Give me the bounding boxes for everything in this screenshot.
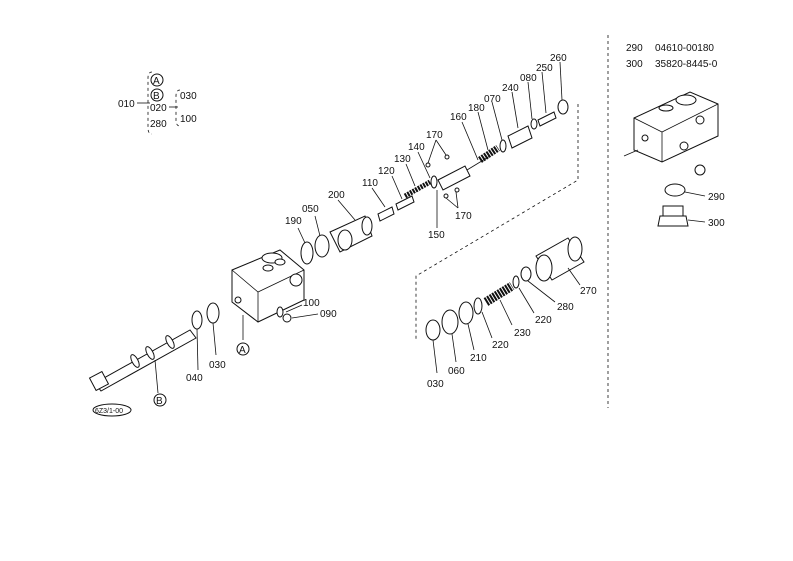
- label-210: 210: [470, 353, 487, 364]
- part-110: [377, 206, 395, 222]
- nut-250: [537, 111, 557, 127]
- washer-260: [557, 99, 569, 115]
- label-260: 260: [550, 53, 567, 64]
- side-block: [623, 91, 719, 163]
- label-140: 140: [408, 142, 425, 153]
- label-190: 190: [285, 216, 302, 227]
- oring-side: [694, 164, 706, 176]
- label-050: 050: [302, 204, 319, 215]
- label-110: 110: [362, 178, 378, 189]
- oring-290: [664, 183, 686, 197]
- label-170: 170: [426, 130, 443, 141]
- label-290: 290: [708, 192, 725, 203]
- label-100: 100: [180, 114, 197, 125]
- label-070: 070: [484, 94, 501, 105]
- label-220: 220: [492, 340, 509, 351]
- seal-030-b: [425, 319, 441, 341]
- callout-b-circle: [150, 88, 164, 102]
- drawing-stamp: [92, 403, 132, 417]
- label-030: 030: [180, 91, 197, 102]
- label-130: 130: [394, 154, 411, 165]
- group-key: 010 A B 020 280 030 100: [118, 71, 197, 135]
- label-090: 090: [320, 309, 337, 320]
- ring-080: [530, 118, 538, 130]
- plug-300: [657, 205, 689, 227]
- label-080: 080: [520, 73, 537, 84]
- legend: 290 04610-00180 300 35820-8445-0: [626, 43, 718, 70]
- ring-060: [441, 309, 459, 335]
- label-030: 030: [209, 360, 226, 371]
- label-250: 250: [536, 63, 553, 74]
- label-220: 220: [535, 315, 552, 326]
- label-280: 280: [150, 119, 167, 130]
- stamp-text: 6Z3/1-00: [95, 408, 123, 415]
- legend-code: 35820-8445-0: [655, 59, 718, 70]
- legend-code: 04610-00180: [655, 43, 714, 54]
- washer-210: [458, 301, 474, 325]
- label-300: 300: [708, 218, 725, 229]
- label-150: 150: [428, 230, 445, 241]
- seat-220: [473, 297, 483, 315]
- label-180: 180: [468, 103, 485, 114]
- ring-070: [499, 139, 507, 153]
- label-010: 010: [118, 99, 135, 110]
- label-030: 030: [427, 379, 444, 390]
- label-230: 230: [514, 328, 531, 339]
- spring-230: [483, 282, 515, 306]
- callout-a-circle: [150, 73, 164, 87]
- seal-040: [191, 310, 203, 330]
- callout-b: B: [156, 396, 163, 407]
- plug-240: [507, 125, 533, 149]
- label-170: 170: [455, 211, 472, 222]
- part-140: [430, 175, 438, 189]
- label-160: 160: [450, 112, 467, 123]
- callout-b: B: [153, 91, 160, 102]
- label-240: 240: [502, 83, 519, 94]
- ring-280: [520, 266, 532, 282]
- spool-shaft: B: [88, 329, 197, 407]
- seal-190: [300, 241, 314, 265]
- label-040: 040: [186, 373, 203, 384]
- part-120: [395, 195, 415, 211]
- label-100: 100: [303, 298, 320, 309]
- callout-a: A: [239, 345, 246, 356]
- legend-num: 290: [626, 43, 643, 54]
- seal-030: [206, 302, 220, 324]
- piston-150: [437, 165, 471, 191]
- label-060: 060: [448, 366, 465, 377]
- label-020: 020: [150, 103, 167, 114]
- legend-num: 300: [626, 59, 643, 70]
- seat-220-b: [512, 275, 520, 289]
- valve-body: A: [231, 249, 305, 356]
- assembly-bracket: [415, 104, 579, 340]
- label-200: 200: [328, 190, 345, 201]
- label-270: 270: [580, 286, 597, 297]
- label-120: 120: [378, 166, 395, 177]
- label-280: 280: [557, 302, 574, 313]
- callout-a: A: [153, 76, 160, 87]
- ring-050: [314, 234, 330, 258]
